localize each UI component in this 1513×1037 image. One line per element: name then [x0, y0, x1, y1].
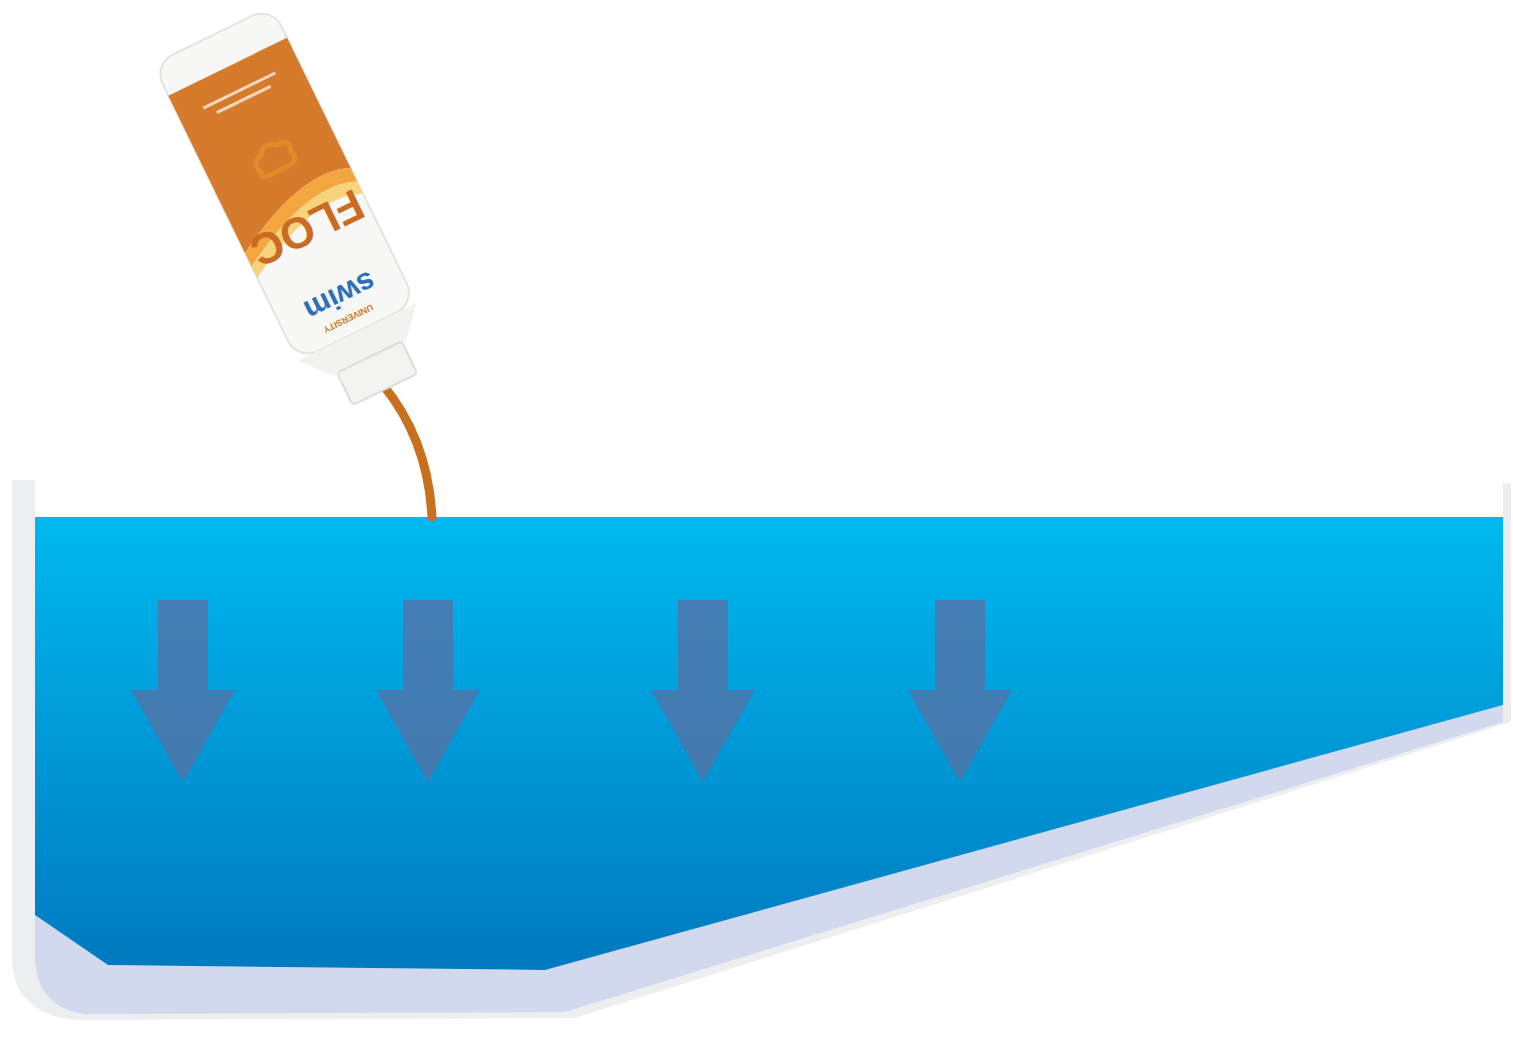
down-arrow — [131, 600, 235, 782]
pour-stream — [383, 385, 432, 517]
pool-water — [35, 517, 1503, 970]
down-arrow — [908, 600, 1012, 782]
down-arrow — [376, 600, 480, 782]
settling-arrows — [131, 600, 1012, 782]
down-arrow — [651, 600, 755, 782]
floc-bottle — [153, 6, 444, 418]
pool-shell — [12, 480, 1511, 1020]
